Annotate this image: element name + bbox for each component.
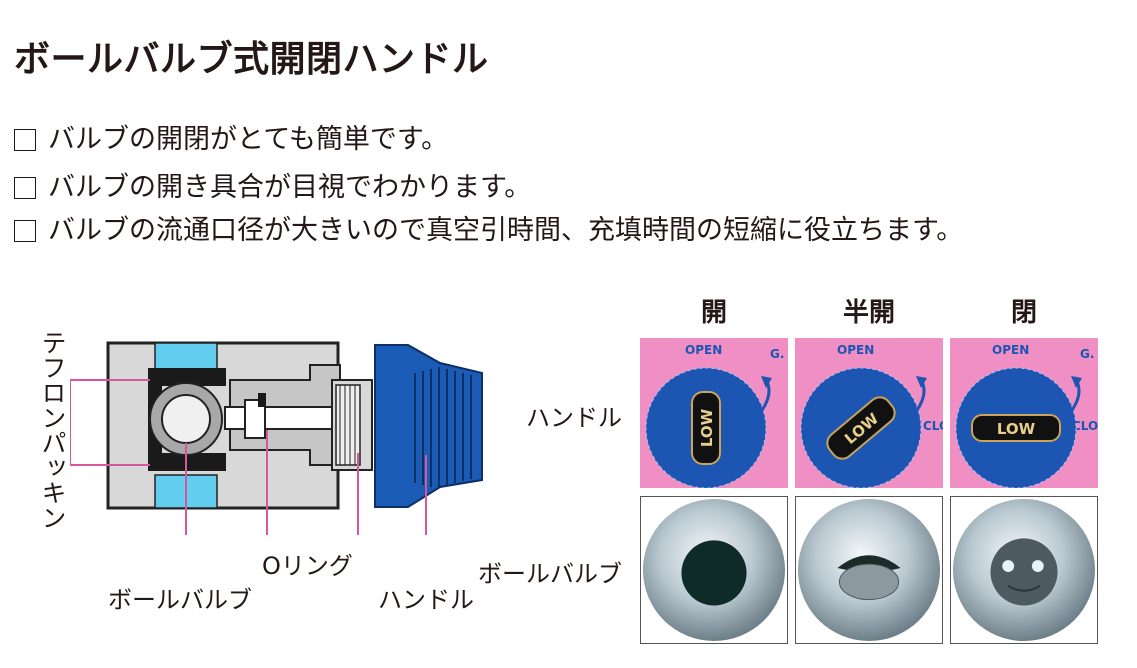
o-ring [258,393,266,407]
row-label-ball-valve: ボールバルブ [478,560,622,588]
knob-label-open: LOW [698,408,716,447]
feature-text-1: バルブの開閉がとても簡単です。 [48,124,449,155]
dial-corner-text: G. [1080,347,1094,361]
ball-valve-label: ボールバルブ [108,586,252,614]
ball-bore-open [681,540,747,606]
dial-open-text: OPEN [837,343,874,357]
dial-close-text: CLO [923,419,943,433]
ball-photo-half-open [795,496,943,644]
checkbox-square-icon [14,220,36,242]
column-open: 開 [700,298,727,328]
dial-close-text: CLO [1072,419,1098,433]
handle-label: ハンドル [378,586,474,614]
valve-cross-section-diagram [70,341,483,535]
feature-text-2: バルブの開き具合が目視でわかります。 [48,172,532,203]
dial-corner-text: G. [770,347,784,361]
feature-item-3: バルブの流通口径が大きいので真空引時間、充填時間の短縮に役立ちます。 [14,208,963,247]
valve-handle [374,344,483,508]
page-title: ボールバルブ式開閉ハンドル [14,39,489,80]
teflon-packing-top [148,368,226,386]
leader-lines [70,379,427,535]
ball-photo-open [640,496,788,644]
dial-open-text: OPEN [992,343,1029,357]
o-ring-label: Oリング [262,552,353,580]
row-label-handle: ハンドル [526,404,622,432]
stem-collar [244,399,266,439]
feature-item-2: バルブの開き具合が目視でわかります。 [14,165,531,204]
dial-open-text: OPEN [685,343,722,357]
handle-knob-open: LOW [691,391,721,465]
handle-panel-closed: OPEN G. CLO LOW [950,338,1098,488]
ball-bore [161,394,211,444]
column-half-open: 半開 [842,298,895,328]
stem [224,406,336,430]
column-closed: 閉 [1010,298,1037,328]
handle-knob-closed: LOW [971,414,1061,442]
handle-panel-half-open: OPEN CLO LOW [795,338,943,488]
handle-panel-open: OPEN G. LOW [640,338,788,488]
checkbox-square-icon [14,129,36,151]
feature-text-3: バルブの流通口径が大きいので真空引時間、充填時間の短縮に役立ちます。 [48,215,964,246]
ball-photo-closed [950,496,1098,644]
checkbox-square-icon [14,177,36,199]
ball-face-closed [990,538,1058,606]
feature-item-1: バルブの開閉がとても簡単です。 [14,117,448,156]
knob-label-closed: LOW [997,420,1036,438]
teflon-packing-label: テフロンパッキン [38,330,67,530]
